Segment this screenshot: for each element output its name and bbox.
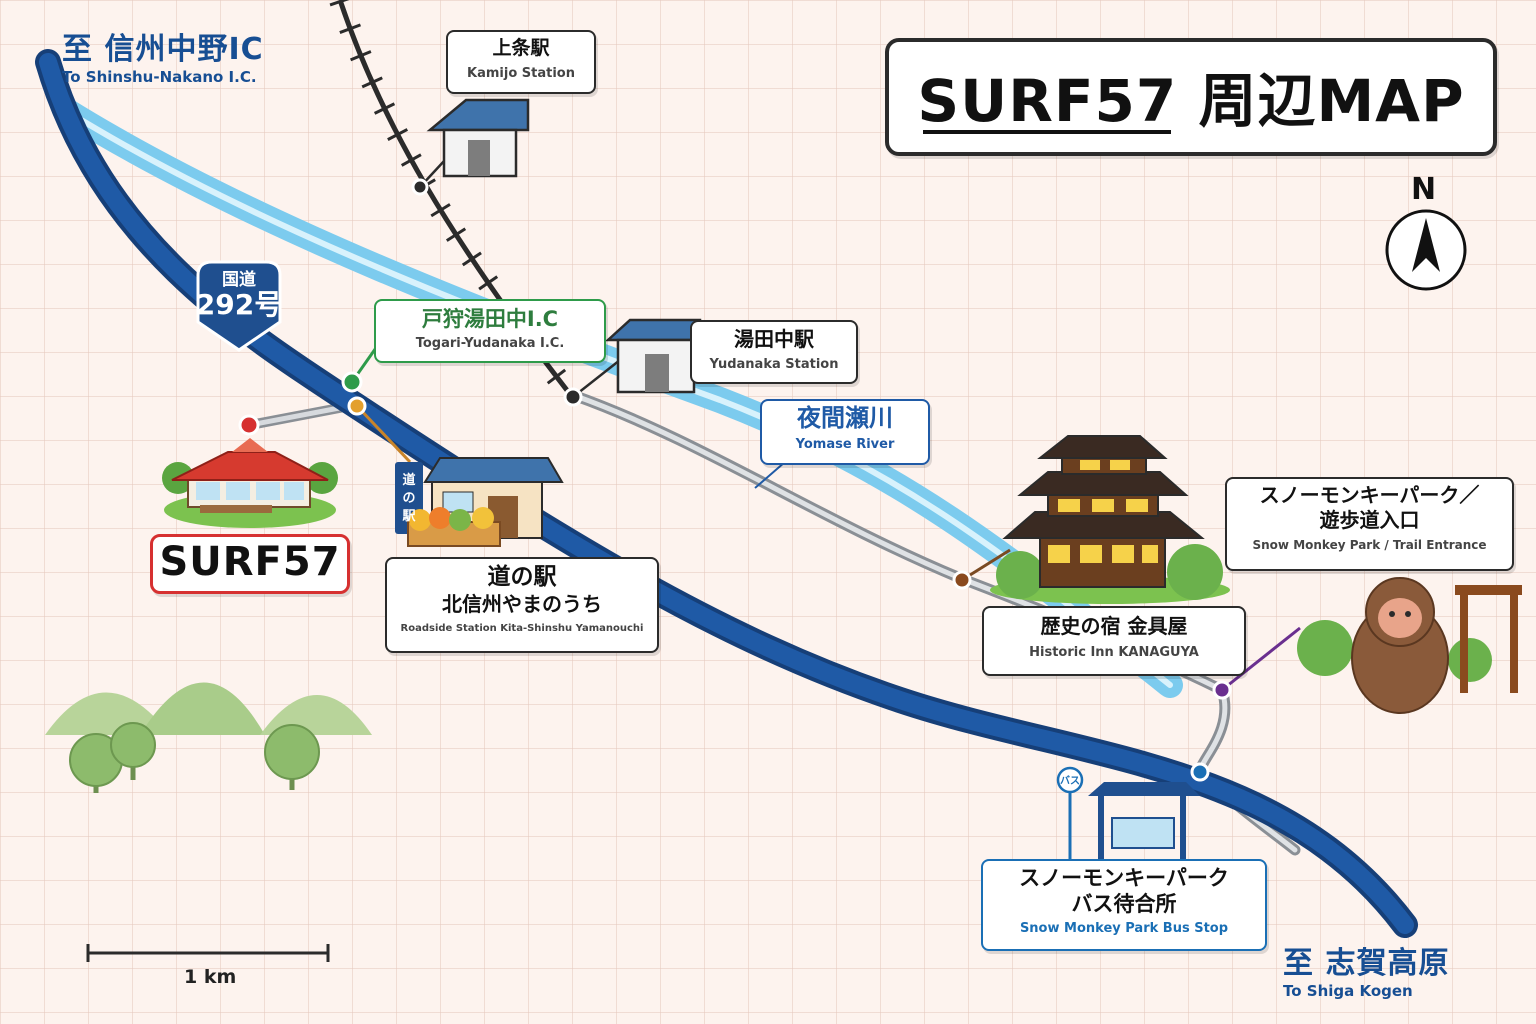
bus-stop-name2: バス待合所	[1071, 892, 1177, 917]
north-label: N	[1411, 172, 1437, 207]
map-pins	[238, 178, 1232, 782]
michi-no-eki-en: Roadside Station Kita-Shinshu Yamanouchi	[400, 623, 644, 635]
snow-monkey-trail-label[interactable]: スノーモンキーパーク／ 遊歩道入口 Snow Monkey Park / Tra…	[1225, 477, 1514, 571]
michi-no-eki-sign: 道の駅	[402, 473, 416, 524]
direction-nw: 至 信州中野IC To Shinshu-Nakano I.C.	[62, 24, 264, 86]
title-underline	[923, 130, 1171, 134]
yudanaka-station-building	[604, 318, 702, 394]
bus-stop-en: Snow Monkey Park Bus Stop	[1019, 921, 1229, 937]
direction-nw-ja: 至 信州中野IC	[62, 32, 264, 67]
scale-label: 1 km	[184, 966, 237, 988]
snow-monkey-trail-pin	[1212, 680, 1232, 700]
yudanaka-station-pin	[563, 387, 583, 407]
yudanaka-station-en: Yudanaka Station	[709, 357, 839, 372]
kanaguya-en: Historic Inn KANAGUYA	[1029, 645, 1199, 660]
kamijo-station-pin	[411, 178, 429, 196]
michi-no-eki-building	[395, 457, 564, 547]
scale-bar	[86, 944, 330, 962]
yudanaka-station-name: 湯田中駅	[734, 327, 814, 351]
michi-no-eki-name1: 道の駅	[487, 564, 557, 590]
surf57-label[interactable]: SURF57	[150, 534, 350, 594]
snow-monkey-trail-en: Snow Monkey Park / Trail Entrance	[1252, 538, 1487, 552]
surf57-house	[162, 438, 338, 528]
yomase-river-en: Yomase River	[795, 436, 895, 452]
surf57-name: SURF57	[159, 539, 341, 585]
michi-no-eki-label[interactable]: 道の駅 北信州やまのうち Roadside Station Kita-Shins…	[385, 557, 659, 653]
map-title-box: SURF57 周辺MAP	[885, 38, 1497, 156]
direction-nw-en: To Shinshu-Nakano I.C.	[62, 68, 257, 86]
bus-stop-label[interactable]: スノーモンキーパーク バス待合所 Snow Monkey Park Bus St…	[981, 859, 1267, 951]
bus-stop-badge: バス	[1060, 776, 1080, 787]
bus-stop-name1: スノーモンキーパーク	[1019, 866, 1229, 890]
yomase-river-label[interactable]: 夜間瀬川 Yomase River	[760, 399, 930, 465]
bus-stop-pin	[1190, 762, 1210, 782]
kamijo-station-label[interactable]: 上条駅 Kamijo Station	[446, 30, 596, 94]
togari-ic-label[interactable]: 戸狩湯田中I.C Togari-Yudanaka I.C.	[374, 299, 606, 363]
direction-se: 至 志賀高原 To Shiga Kogen	[1283, 938, 1449, 1000]
direction-se-en: To Shiga Kogen	[1283, 982, 1413, 1000]
hills-decoration	[45, 682, 372, 793]
togari-ic-pin	[341, 371, 363, 393]
togari-ic-name: 戸狩湯田中I.C	[421, 307, 559, 331]
route-shield-line2: 292号	[195, 288, 283, 321]
kanaguya-label[interactable]: 歴史の宿 金具屋 Historic Inn KANAGUYA	[982, 606, 1246, 676]
kamijo-station-name: 上条駅	[492, 37, 550, 59]
yudanaka-station-label[interactable]: 湯田中駅 Yudanaka Station	[690, 320, 858, 384]
yomase-river-name: 夜間瀬川	[797, 404, 893, 432]
kanaguya-name: 歴史の宿 金具屋	[1040, 614, 1188, 638]
page-title: SURF57 周辺MAP	[917, 67, 1465, 135]
surf57-pin	[238, 414, 260, 436]
kamijo-station-en: Kamijo Station	[467, 65, 575, 81]
kanaguya-building	[990, 435, 1230, 604]
togari-ic-en: Togari-Yudanaka I.C.	[415, 336, 565, 352]
kanaguya-pin	[952, 570, 972, 590]
michi-no-eki-name2: 北信州やまのうち	[442, 592, 602, 617]
bus-stop-shelter	[1056, 766, 1200, 860]
kamijo-station-building	[426, 98, 530, 178]
route-292-shield	[196, 260, 282, 352]
route-shield-text: 国道 292号	[194, 270, 284, 320]
direction-se-ja: 至 志賀高原	[1283, 946, 1450, 981]
snow-monkey-trail-name2: 遊歩道入口	[1319, 508, 1420, 532]
north-arrow-icon	[1385, 209, 1467, 291]
snow-monkey-illustration	[1297, 577, 1522, 714]
snow-monkey-trail-name1: スノーモンキーパーク／	[1259, 483, 1480, 507]
route-shield-line1: 国道	[222, 270, 256, 290]
michi-no-eki-pin	[347, 396, 367, 416]
